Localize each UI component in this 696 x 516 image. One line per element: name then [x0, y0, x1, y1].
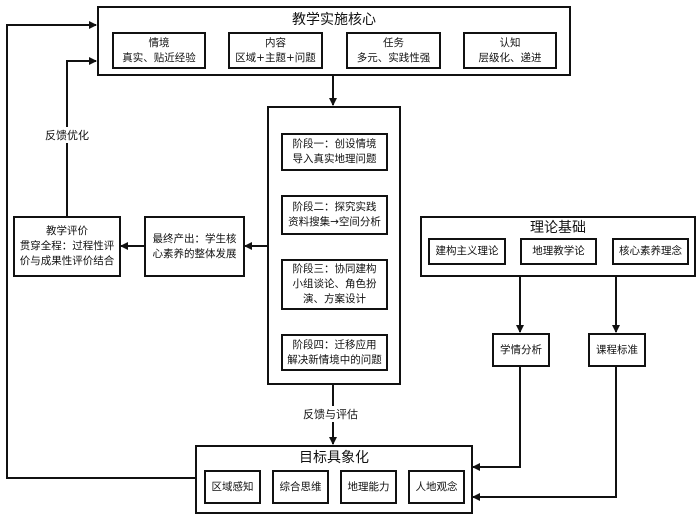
curriculum-standard-box: 课程标准 [588, 333, 646, 367]
goals-title: 目标具象化 [299, 450, 369, 466]
core-step-task: 任务 多元、实践性强 [346, 32, 441, 69]
output-line: 心素养的整体发展 [152, 247, 237, 260]
stage-2: 阶段二：探究实践 资料搜集→空间分析 [281, 195, 388, 235]
evaluation-line: 贯穿全程：过程性评 [19, 240, 115, 252]
goal-label: 综合思维 [279, 480, 322, 493]
stage-line: 解决新情境中的问题 [287, 353, 382, 366]
core-step-desc: 多元、实践性强 [356, 51, 431, 64]
theory-item-geo-pedagogy: 地理教学论 [520, 238, 597, 265]
evaluation-box: 教学评价 贯穿全程：过程性评 价与成果性评价结合 [13, 216, 121, 277]
final-output-box: 最终产出：学生核 心素养的整体发展 [144, 216, 245, 277]
core-step-situation: 情境 真实、贴近经验 [112, 32, 206, 69]
feedback-optimize-label: 反馈优化 [45, 127, 89, 143]
student-analysis-box: 学情分析 [492, 333, 550, 367]
student-analysis-label: 学情分析 [500, 343, 542, 356]
stage-line: 阶段一：创设情境 [292, 138, 377, 150]
feedback-assess-label: 反馈与评估 [303, 406, 358, 422]
theory-item-label: 地理教学论 [532, 245, 585, 257]
goal-integrated-thinking: 综合思维 [272, 470, 329, 504]
arrow-curriculum-to-goals [472, 367, 617, 501]
goal-label: 人地观念 [415, 480, 458, 493]
evaluation-title: 教学评价 [46, 225, 88, 237]
core-step-desc: 区域+主题+问题 [235, 51, 316, 64]
stage-4: 阶段四：迁移应用 解决新情境中的问题 [281, 334, 388, 371]
theory-title: 理论基础 [530, 220, 586, 236]
stage-line: 阶段二：探究实践 [292, 201, 377, 213]
stage-line: 阶段四：迁移应用 [292, 338, 377, 351]
core-step-cognition: 认知 层级化、递进 [463, 32, 557, 69]
stage-line: 小组谈论、角色扮 [292, 278, 377, 290]
theory-item-core-literacy: 核心素养理念 [612, 238, 689, 265]
goal-geographic-ability: 地理能力 [340, 470, 397, 504]
arrow-evaluation-feedback-to-core [66, 57, 97, 216]
output-line: 最终产出：学生核 [152, 232, 237, 245]
core-step-content: 内容 区域+主题+问题 [228, 32, 323, 69]
goal-human-earth-concept: 人地观念 [408, 470, 465, 504]
core-step-name: 内容 [265, 36, 286, 49]
stage-3: 阶段三：协同建构 小组谈论、角色扮 演、方案设计 [281, 259, 388, 310]
core-step-name: 认知 [499, 36, 521, 49]
theory-item-constructivism: 建构主义理论 [428, 238, 506, 265]
stage-line: 资料搜集→空间分析 [288, 216, 381, 228]
core-step-name: 情境 [148, 36, 170, 49]
stage-line: 阶段三：协同建构 [292, 263, 377, 275]
arrow-student-analysis-to-goals [472, 367, 521, 471]
goal-label: 地理能力 [347, 480, 390, 493]
evaluation-line: 价与成果性评价结合 [19, 255, 115, 267]
teaching-core-title: 教学实施核心 [292, 12, 376, 28]
core-step-desc: 层级化、递进 [478, 51, 542, 64]
core-step-name: 任务 [383, 36, 404, 49]
stage-1: 阶段一：创设情境 导入真实地理问题 [281, 133, 388, 171]
curriculum-standard-label: 课程标准 [596, 343, 638, 356]
core-step-desc: 真实、贴近经验 [122, 51, 196, 64]
stage-line: 导入真实地理问题 [292, 153, 377, 165]
stage-line: 演、方案设计 [303, 293, 366, 305]
goal-regional-perception: 区域感知 [204, 470, 261, 504]
theory-item-label: 核心素养理念 [619, 245, 682, 257]
goal-label: 区域感知 [211, 480, 254, 493]
arrow-goals-loop-to-core [6, 21, 195, 479]
theory-item-label: 建构主义理论 [435, 245, 499, 257]
